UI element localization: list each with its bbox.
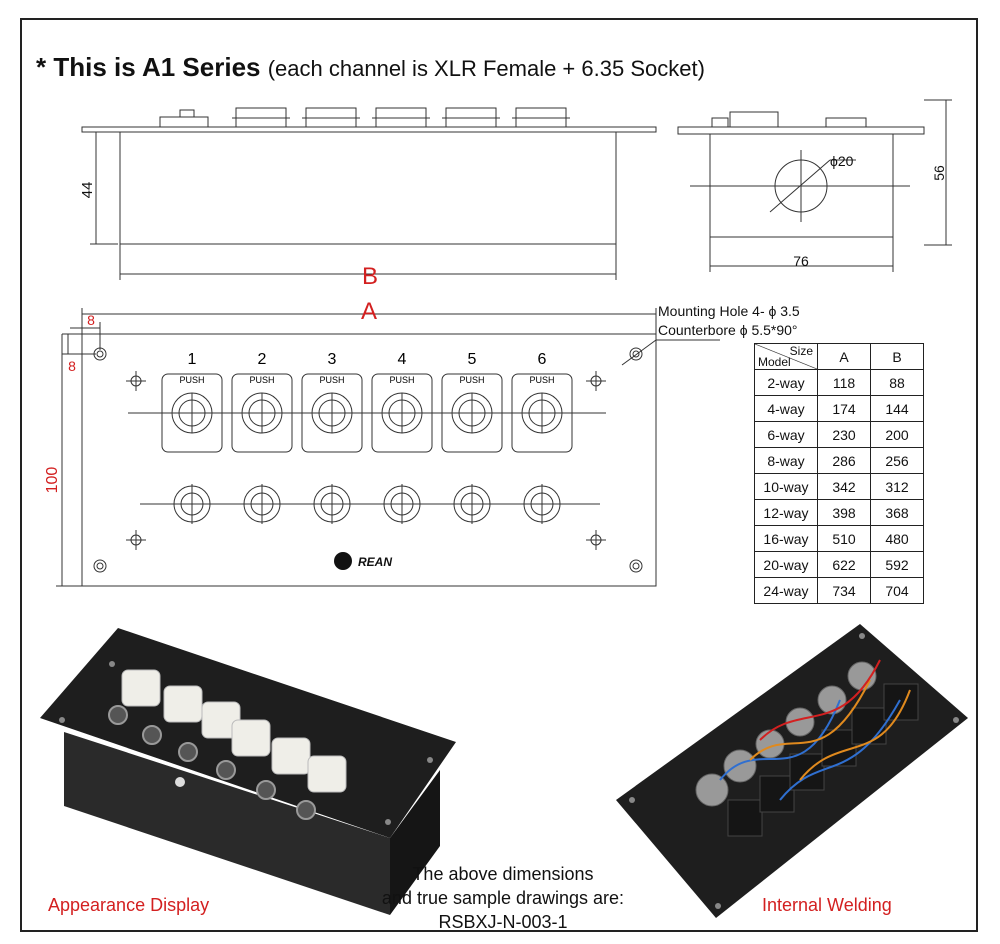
header-b: B [870, 343, 924, 370]
table-row: 12-way 398 368 [754, 499, 924, 526]
channel-label-6: 6 [538, 351, 547, 368]
end-width-label: 76 [793, 253, 809, 269]
row-model: 20-way [754, 551, 818, 578]
offset-x-label: 8 [87, 312, 95, 328]
row-a: 118 [817, 369, 871, 396]
row-a: 230 [817, 421, 871, 448]
xlr-sockets [161, 373, 573, 453]
header-size: Size [789, 344, 813, 358]
row-b: 144 [870, 395, 924, 422]
jack-sockets [173, 484, 561, 524]
size-table-corner: Size Model [754, 343, 818, 370]
internal-caption: Internal Welding [762, 895, 892, 915]
channel-label-4: 4 [398, 351, 407, 368]
row-a: 734 [817, 577, 871, 604]
side-length-label: B [362, 263, 378, 290]
row-model: 10-way [754, 473, 818, 500]
table-row: 6-way 230 200 [754, 421, 924, 448]
row-b: 368 [870, 499, 924, 526]
push-label-4: PUSH [389, 375, 414, 385]
header-a: A [817, 343, 871, 370]
appearance-photo [40, 628, 456, 915]
internal-photo [616, 624, 968, 918]
side-body [119, 131, 617, 245]
row-b: 480 [870, 525, 924, 552]
row-a: 286 [817, 447, 871, 474]
row-a: 622 [817, 551, 871, 578]
row-model: 2-way [754, 369, 818, 396]
row-model: 16-way [754, 525, 818, 552]
channel-label-3: 3 [328, 351, 337, 368]
row-model: 12-way [754, 499, 818, 526]
push-label-1: PUSH [179, 375, 204, 385]
table-row: 8-way 286 256 [754, 447, 924, 474]
end-flange [677, 126, 925, 135]
push-label-2: PUSH [249, 375, 274, 385]
header-model: Model [758, 355, 791, 369]
side-flange [81, 126, 657, 133]
row-b: 592 [870, 551, 924, 578]
size-table: Size Model A B 2-way 118 88 4-way 174 14… [754, 343, 924, 604]
row-b: 88 [870, 369, 924, 396]
title-main: This is A1 Series [53, 52, 261, 82]
rean-logo: REAN [334, 552, 392, 570]
end-view [677, 99, 952, 272]
push-label-3: PUSH [319, 375, 344, 385]
front-view [56, 308, 720, 587]
side-height-label: 44 [79, 182, 96, 199]
mounting-note-2: Counterbore ϕ 5.5*90° [658, 322, 798, 338]
end-height-label: 56 [931, 165, 947, 181]
table-row: 20-way 622 592 [754, 551, 924, 578]
logo-text: REAN [358, 555, 392, 569]
mounting-holes [93, 347, 643, 573]
front-height-label: 100 [44, 467, 61, 494]
sample-note-line3: RSBXJ-N-003-1 [438, 912, 568, 932]
row-b: 200 [870, 421, 924, 448]
side-connectors [159, 107, 570, 128]
end-diameter-label: ϕ20 [830, 153, 854, 169]
page-title: * This is A1 Series (each channel is XLR… [36, 52, 705, 83]
channel-label-5: 5 [468, 351, 477, 368]
push-label-6: PUSH [529, 375, 554, 385]
offset-y-label: 8 [68, 358, 76, 374]
row-a: 174 [817, 395, 871, 422]
channel-label-1: 1 [188, 351, 197, 368]
row-model: 4-way [754, 395, 818, 422]
table-row: 4-way 174 144 [754, 395, 924, 422]
row-b: 256 [870, 447, 924, 474]
row-b: 312 [870, 473, 924, 500]
row-model: 24-way [754, 577, 818, 604]
screw-marks [126, 371, 606, 550]
side-view [81, 107, 657, 280]
row-a: 510 [817, 525, 871, 552]
table-row: 10-way 342 312 [754, 473, 924, 500]
sample-note: The above dimensions and true sample dra… [340, 862, 666, 934]
sample-note-line1: The above dimensions [412, 864, 594, 884]
size-table-header: Size Model A B [754, 343, 924, 370]
front-length-label: A [361, 298, 377, 325]
title-bullet: * [36, 52, 47, 82]
sample-note-line2: and true sample drawings are: [381, 888, 625, 908]
row-b: 704 [870, 577, 924, 604]
row-a: 398 [817, 499, 871, 526]
row-model: 8-way [754, 447, 818, 474]
table-row: 16-way 510 480 [754, 525, 924, 552]
title-sub: (each channel is XLR Female + 6.35 Socke… [267, 56, 705, 81]
appearance-caption: Appearance Display [48, 895, 210, 915]
push-label-5: PUSH [459, 375, 484, 385]
diagram-frame [20, 18, 978, 932]
table-row: 2-way 118 88 [754, 369, 924, 396]
mounting-note-1: Mounting Hole 4- ϕ 3.5 [658, 303, 800, 319]
table-row: 24-way 734 704 [754, 577, 924, 604]
front-panel [81, 333, 657, 587]
row-model: 6-way [754, 421, 818, 448]
channel-label-2: 2 [258, 351, 267, 368]
row-a: 342 [817, 473, 871, 500]
